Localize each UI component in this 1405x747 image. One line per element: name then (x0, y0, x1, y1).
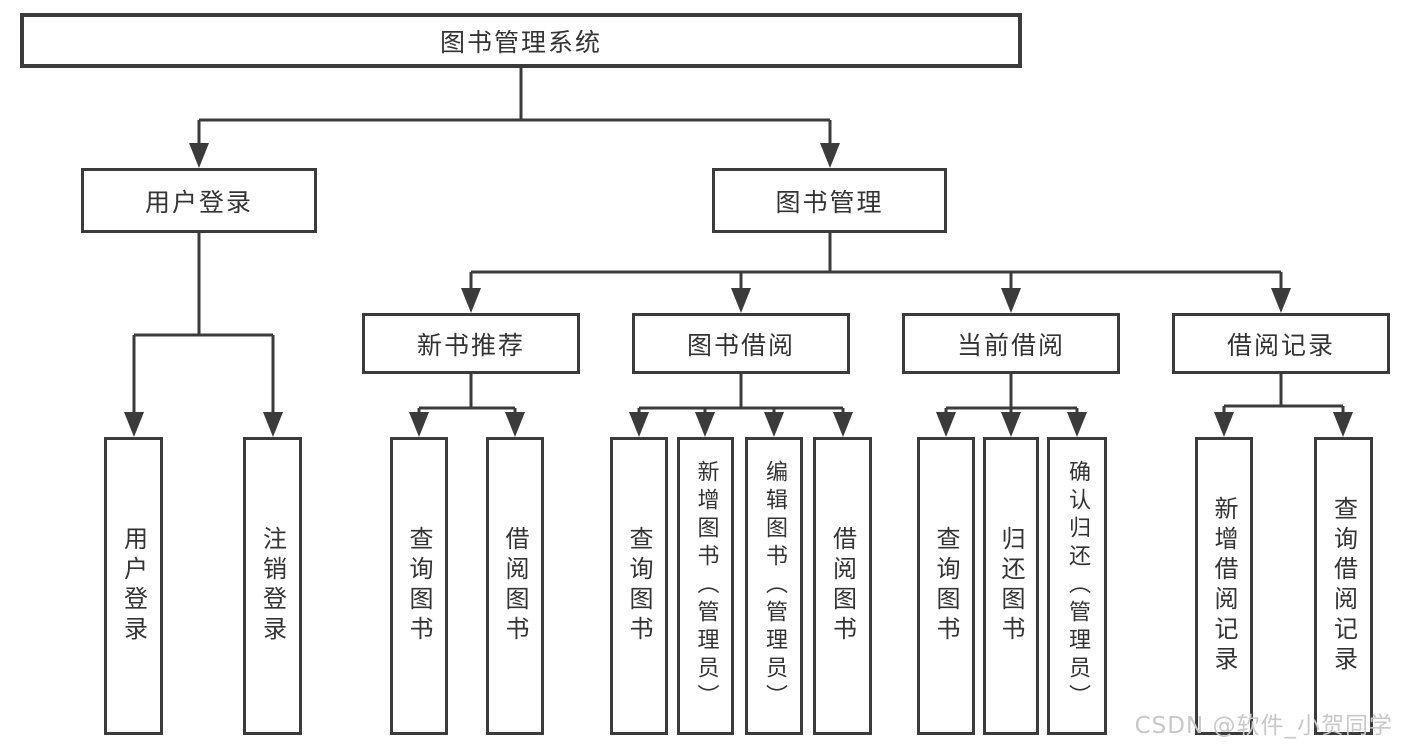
leaf-logout: 注销登录 (243, 437, 302, 735)
node-label: 图书借阅 (686, 330, 795, 360)
leaf-add-book-admin: 新增图书（管理员） (677, 437, 734, 735)
node-label: 用户登录 (144, 187, 253, 217)
leaf-label: 查询借阅记录 (1329, 496, 1358, 676)
node-label: 图书管理系统 (439, 27, 602, 57)
leaf-label: 新增图书（管理员） (693, 460, 719, 712)
leaf-query-books-recommend: 查询图书 (390, 437, 448, 735)
node-current-borrowing: 当前借阅 (902, 313, 1120, 374)
leaf-user-login: 用户登录 (104, 437, 163, 735)
leaf-label: 归还图书 (997, 526, 1025, 646)
node-new-book-recommendation: 新书推荐 (362, 313, 580, 374)
csdn-watermark: CSDN @软件_小贺同学 (1134, 713, 1393, 739)
node-library-management-system: 图书管理系统 (20, 13, 1022, 68)
leaf-confirm-return-admin: 确认归还（管理员） (1047, 437, 1107, 735)
leaf-borrow-books-recommend: 借阅图书 (486, 437, 544, 735)
leaf-label: 查询图书 (932, 526, 960, 646)
node-user-login: 用户登录 (81, 168, 317, 233)
leaf-query-borrow-record: 查询借阅记录 (1314, 437, 1373, 735)
node-borrowing-records: 借阅记录 (1172, 313, 1390, 374)
node-book-borrowing: 图书借阅 (632, 313, 850, 374)
node-label: 借阅记录 (1226, 330, 1335, 360)
leaf-label: 查询图书 (405, 526, 433, 646)
leaf-label: 借阅图书 (828, 526, 857, 646)
leaf-label: 用户登录 (119, 526, 148, 646)
node-label: 当前借阅 (956, 330, 1065, 360)
leaf-label: 注销登录 (258, 526, 287, 646)
leaf-return-book: 归还图书 (983, 437, 1039, 735)
leaf-query-books-borrow: 查询图书 (610, 437, 668, 735)
leaf-label: 编辑图书（管理员） (762, 460, 787, 712)
leaf-label: 确认归还（管理员） (1065, 460, 1090, 712)
leaf-edit-book-admin: 编辑图书（管理员） (745, 437, 803, 735)
leaf-borrow-books: 借阅图书 (813, 437, 872, 735)
leaf-add-borrow-record: 新增借阅记录 (1195, 437, 1253, 735)
leaf-label: 新增借阅记录 (1210, 496, 1238, 676)
leaf-query-books-current: 查询图书 (917, 437, 975, 735)
node-label: 新书推荐 (416, 330, 525, 360)
node-label: 图书管理 (775, 187, 884, 217)
leaf-label: 查询图书 (625, 526, 653, 646)
leaf-label: 借阅图书 (501, 526, 529, 646)
node-book-management: 图书管理 (712, 168, 947, 233)
